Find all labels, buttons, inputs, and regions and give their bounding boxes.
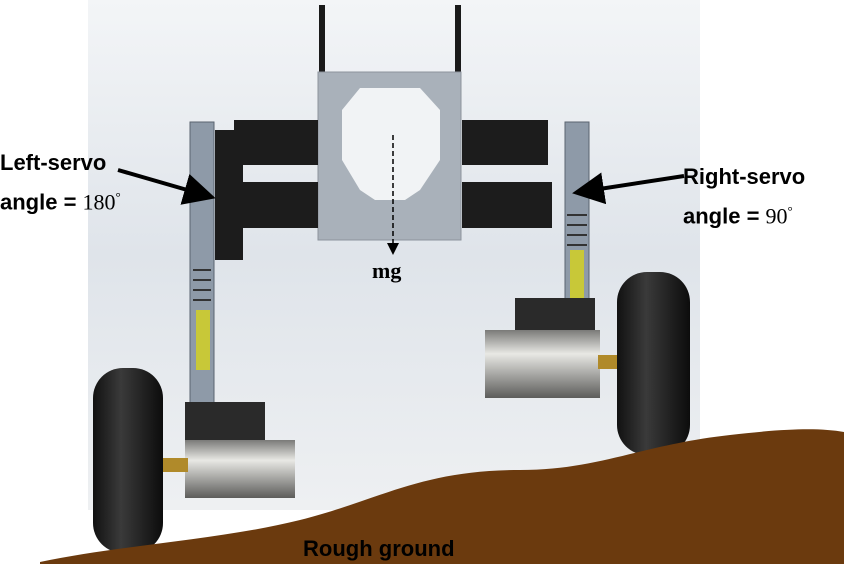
right-motor — [485, 298, 620, 398]
servo-left-upper — [234, 120, 318, 165]
degree-symbol: ° — [115, 189, 121, 204]
left-angle-prefix: angle = — [0, 189, 83, 215]
force-label: mg — [372, 258, 402, 283]
right-servo-arrow — [572, 172, 685, 205]
rod-left — [319, 5, 325, 75]
servo-right-upper — [462, 120, 548, 165]
center-plate — [317, 71, 462, 241]
left-wheel — [93, 368, 163, 553]
right-angle-label: angle = 90° — [683, 204, 793, 227]
left-angle-value: 180 — [82, 189, 116, 215]
right-servo-label: Right-servo — [683, 164, 806, 189]
left-servo-arrow — [117, 168, 216, 205]
rough-ground — [40, 429, 844, 564]
left-angle-label: angle = 180° — [0, 190, 121, 213]
rod-right — [455, 5, 461, 75]
right-wheel — [617, 272, 690, 455]
degree-symbol: ° — [787, 203, 793, 218]
ground-label: Rough ground — [303, 536, 455, 561]
right-leg — [564, 121, 590, 323]
left-servo-label: Left-servo — [0, 150, 107, 175]
left-leg — [189, 121, 215, 423]
right-angle-value: 90 — [765, 203, 788, 229]
right-angle-prefix: angle = — [683, 203, 766, 229]
servo-right-lower — [462, 182, 552, 228]
left-motor — [160, 402, 295, 498]
servos — [215, 120, 552, 260]
